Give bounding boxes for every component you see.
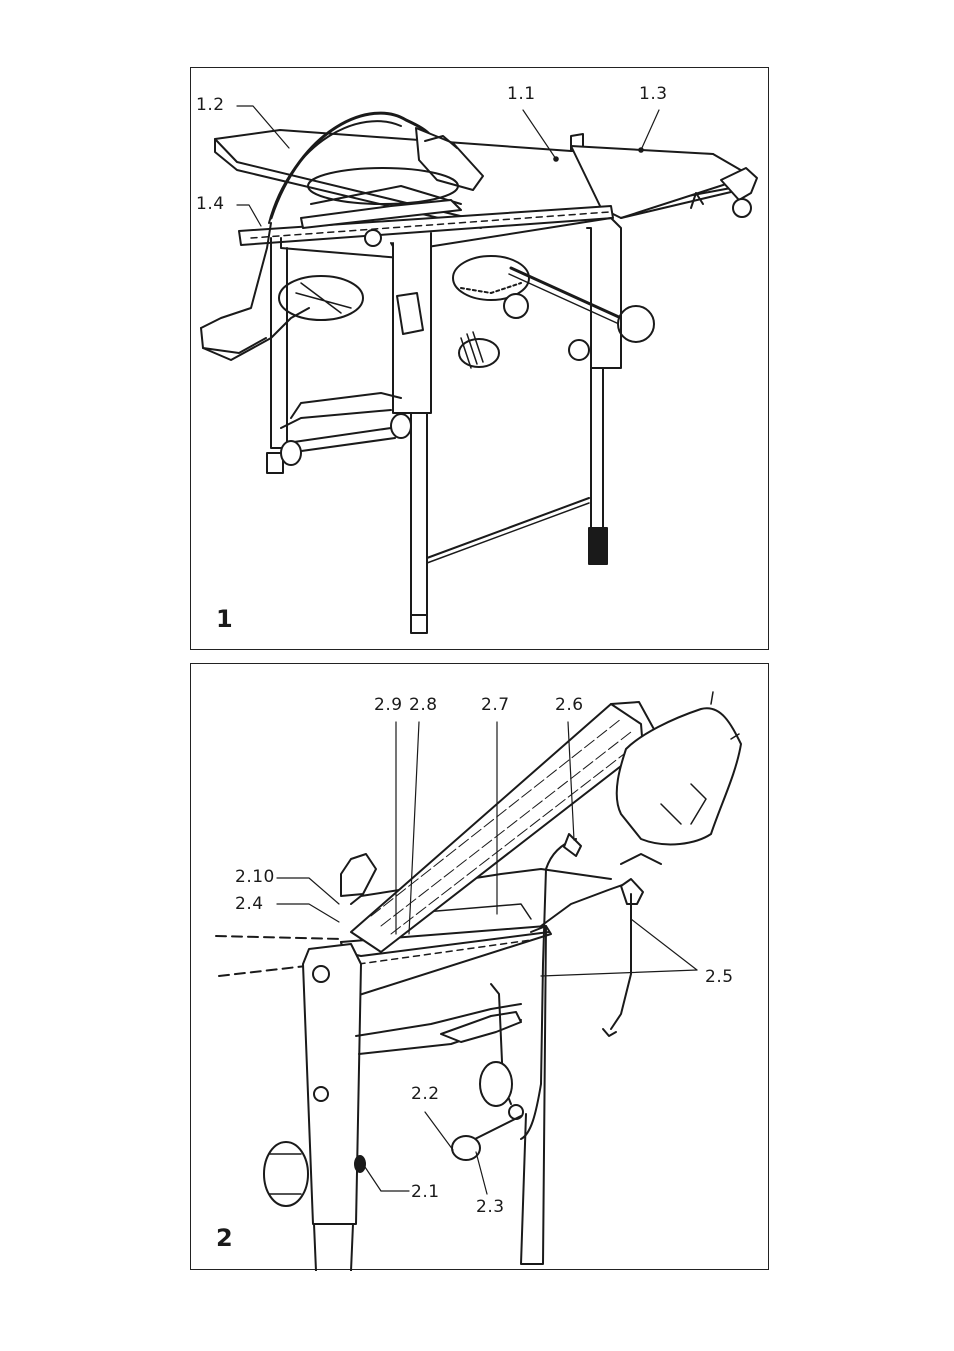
leader-1-1 [522, 109, 557, 160]
upright-left [302, 943, 362, 1225]
callout-1-4: 1.4 [196, 194, 225, 214]
callout-2-3: 2.3 [476, 1197, 505, 1217]
callout-2-6: 2.6 [555, 695, 584, 715]
callout-1-2: 1.2 [196, 95, 225, 115]
leader-1-2 [236, 105, 290, 149]
blade-guard [415, 127, 484, 191]
pliers [440, 1011, 522, 1043]
callout-2-1: 2.1 [411, 1182, 440, 1202]
leader-2-8 [408, 721, 420, 935]
callout-2-4: 2.4 [235, 894, 264, 914]
hand [615, 707, 742, 846]
callout-2-7: 2.7 [481, 695, 510, 715]
leader-2-1 [362, 1163, 410, 1192]
leader-2-2 [424, 1111, 454, 1151]
callout-1-3: 1.3 [639, 84, 668, 104]
figure-number: 1 [216, 605, 233, 633]
figure-number: 2 [216, 1224, 233, 1252]
folding-mechanism-illustration [215, 691, 742, 1271]
lever-knob [617, 305, 655, 343]
knob-mid [479, 1061, 513, 1107]
leader-2-6 [567, 721, 575, 841]
leader-2-3 [475, 1151, 488, 1195]
leader-1-4 [236, 204, 262, 227]
leader-1-3 [640, 109, 660, 151]
figure-2-panel: 2.9 2.8 2.7 2.6 2.10 2.4 2.5 2.2 2.1 2.3… [190, 663, 769, 1271]
upright-right [520, 925, 547, 1265]
leader-2-5b [540, 969, 698, 977]
callout-2-2: 2.2 [411, 1084, 440, 1104]
extension-table [570, 145, 752, 219]
leader-2-10 [276, 877, 340, 905]
figure-1-panel: 1.2 1.1 1.3 1.4 1 [190, 67, 769, 650]
callout-2-5: 2.5 [705, 967, 734, 987]
callout-2-10: 2.10 [235, 867, 275, 887]
callout-1-1: 1.1 [507, 84, 536, 104]
tilt-handwheel [458, 338, 500, 368]
linkage-rod [520, 838, 577, 1140]
callout-2-9: 2.9 [374, 695, 403, 715]
leg-front-right [586, 227, 622, 369]
leader-2-4 [276, 903, 340, 923]
lever-knob [451, 1135, 481, 1161]
leg-rear-left [270, 237, 288, 449]
leader-2-5a [630, 918, 698, 971]
table-saw-illustration [200, 105, 758, 634]
callout-2-8: 2.8 [409, 695, 438, 715]
saw-blade [307, 167, 459, 205]
knob-left [263, 1141, 309, 1207]
